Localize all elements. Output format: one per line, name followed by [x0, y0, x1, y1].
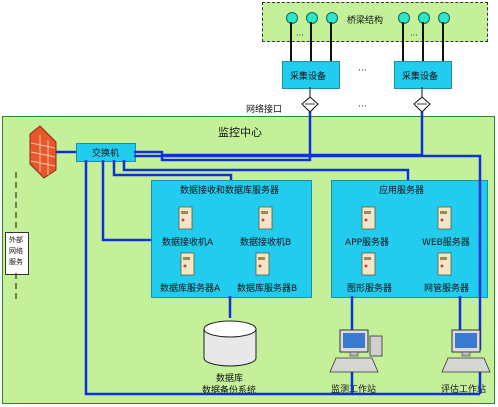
server-label: WEB服务器	[422, 238, 470, 248]
server-icon	[437, 252, 452, 276]
port-ellipsis: ···	[358, 102, 367, 112]
server-label: 数据库服务器B	[237, 284, 298, 294]
server-label: 数据接收机B	[240, 238, 292, 248]
bridge-structure-box	[262, 2, 488, 42]
network-port-label: 网络接口	[246, 105, 283, 115]
server-icon	[437, 206, 452, 230]
server-icon	[361, 206, 376, 230]
external-service-box	[5, 232, 29, 275]
workstation-label: 监测工作站	[331, 385, 377, 395]
sensor-ellipsis: ···	[296, 31, 304, 40]
backup-system-label: 数据备份系统	[202, 386, 257, 396]
server-label: 网管服务器	[424, 284, 470, 294]
collector-ellipsis: ···	[358, 66, 367, 76]
collector-device	[282, 61, 340, 89]
collector-label: 采集设备	[402, 72, 439, 82]
server-icon	[361, 252, 376, 276]
network-port-icon	[413, 96, 431, 113]
receive-server-group	[151, 180, 312, 298]
server-icon	[180, 252, 195, 276]
sensor-wires	[290, 22, 444, 61]
workstation-icon	[441, 329, 491, 373]
network-port-icon	[301, 96, 319, 113]
collector-label: 采集设备	[290, 72, 327, 82]
workstation-label: 评估工作站	[441, 385, 487, 395]
app-server-group	[331, 180, 488, 298]
server-icon	[178, 206, 193, 230]
network-links	[47, 112, 482, 396]
server-label: APP服务器	[345, 238, 390, 248]
database-icon	[203, 320, 257, 367]
collector-device	[394, 61, 452, 89]
app-group-title: 应用服务器	[379, 186, 425, 196]
workstation-icon	[329, 329, 383, 373]
switch-label: 交换机	[92, 149, 120, 159]
sensor-ellipsis: ···	[410, 31, 418, 40]
monitor-center-title: 监控中心	[218, 126, 262, 139]
server-label: 数据库服务器A	[160, 284, 221, 294]
server-label: 图形服务器	[347, 284, 393, 294]
server-label: 数据接收机A	[162, 238, 214, 248]
server-icon	[255, 252, 270, 276]
database-label: 数据库	[216, 374, 244, 384]
server-icon	[258, 206, 273, 230]
external-service-label: 外部网络服务	[9, 236, 23, 266]
bridge-structure-label: 桥梁结构	[347, 16, 384, 26]
receive-group-title: 数据接收和数据库服务器	[180, 186, 280, 196]
firewall-icon	[29, 125, 57, 179]
